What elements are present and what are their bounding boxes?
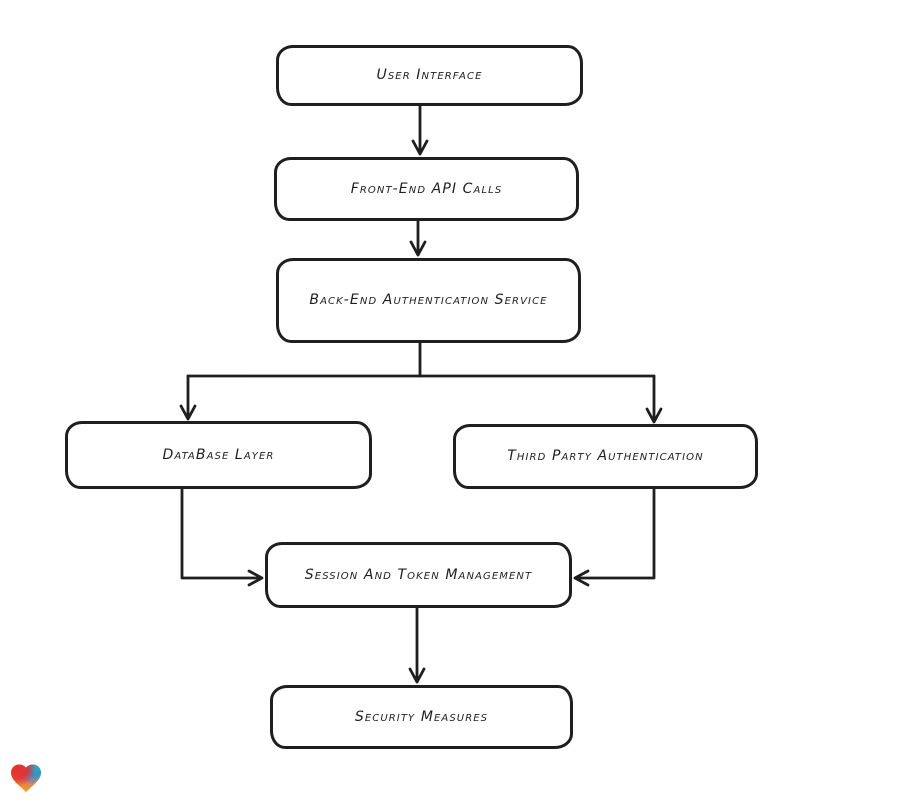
node-back-end-authentication-service: Back-End Authentication Service — [276, 258, 581, 343]
node-third-party-authentication-label: Third Party Authentication — [507, 448, 704, 465]
node-database-layer: DataBase Layer — [65, 421, 372, 489]
edge-user-interface-to-front-end — [411, 104, 429, 156]
node-front-end-api-calls-label: Front-End API Calls — [350, 180, 503, 197]
node-user-interface-label: User Interface — [376, 67, 483, 84]
node-third-party-authentication: Third Party Authentication — [453, 424, 758, 489]
node-security-measures: Security Measures — [270, 685, 573, 749]
edge-branch-to-database-layer — [179, 374, 197, 421]
node-session-and-token-management-label: Session And Token Management — [304, 566, 533, 583]
node-session-and-token-management: Session And Token Management — [265, 542, 572, 608]
node-user-interface: User Interface — [276, 45, 583, 106]
node-front-end-api-calls: Front-End API Calls — [274, 157, 579, 221]
edge-third-party-to-session — [573, 487, 656, 587]
node-security-measures-label: Security Measures — [354, 708, 489, 725]
edge-front-end-to-back-end — [409, 219, 427, 257]
node-database-layer-label: DataBase Layer — [162, 446, 275, 463]
edge-session-to-security — [408, 606, 426, 684]
edge-branch-to-third-party — [645, 374, 663, 424]
heart-icon — [11, 764, 41, 793]
edge-database-to-session — [180, 487, 264, 587]
node-back-end-authentication-service-label: Back-End Authentication Service — [309, 292, 548, 309]
